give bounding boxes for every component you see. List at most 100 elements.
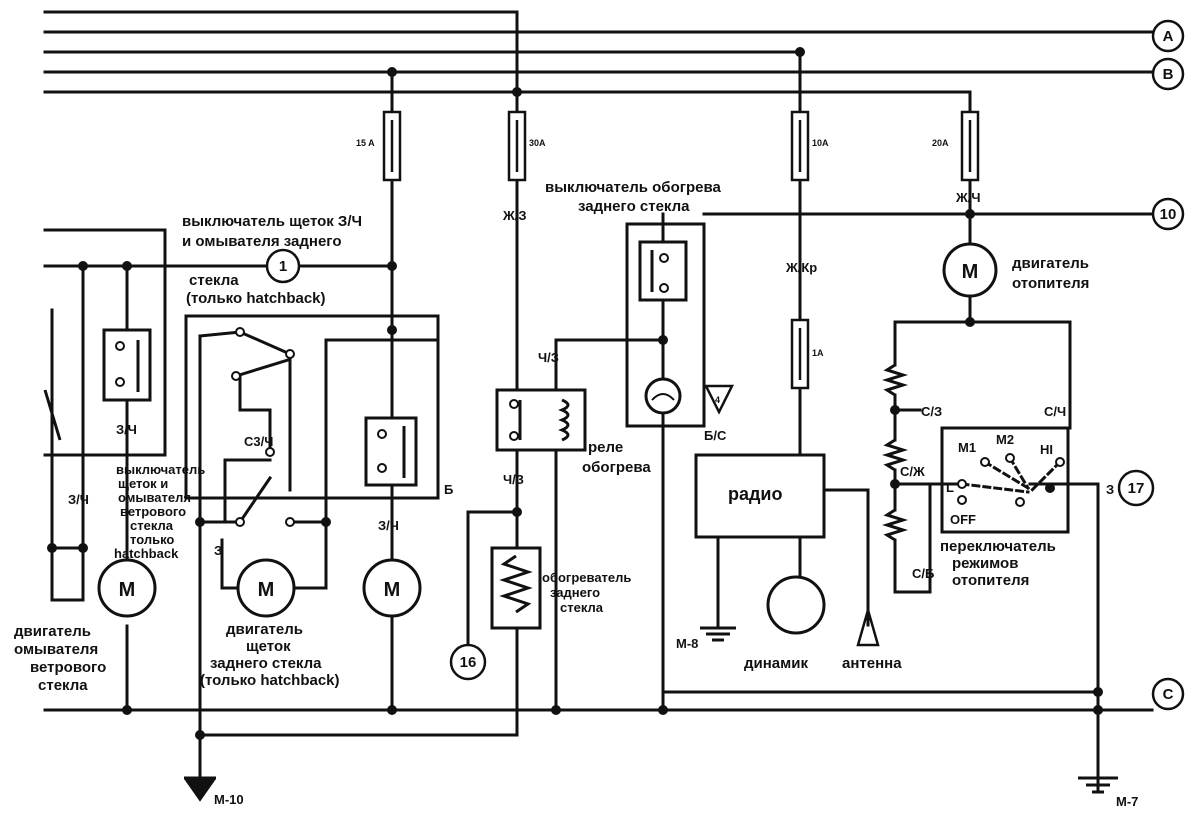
wire-s-zh: С/Ж xyxy=(900,464,925,479)
svg-text:двигатель: двигатель xyxy=(226,621,303,638)
wire-zc-left: З/Ч xyxy=(116,422,137,437)
speaker-label: динамик xyxy=(744,655,808,672)
svg-text:двигатель: двигатель xyxy=(14,623,91,640)
svg-text:переключатель: переключатель xyxy=(940,538,1056,555)
rear-heater-element xyxy=(490,546,542,630)
connector-a-label: A xyxy=(1163,28,1174,45)
wire-s-b: С/Б xyxy=(912,566,934,581)
wire-s-ch: С/Ч xyxy=(1044,404,1066,419)
rear-motor xyxy=(362,558,422,618)
radio-label: радио xyxy=(728,484,783,504)
fuse-10a xyxy=(790,110,810,182)
wire-zh-z: Ж/З xyxy=(502,208,527,223)
svg-text:(только hatchback): (только hatchback) xyxy=(186,290,326,307)
svg-text:выключатель щеток З/Ч: выключатель щеток З/Ч xyxy=(182,213,362,230)
rear-heater-label: обогреватель заднего стекла xyxy=(542,570,631,615)
svg-text:обогреватель: обогреватель xyxy=(542,570,631,585)
defog-indicator xyxy=(644,377,682,415)
connector-c[interactable] xyxy=(1151,677,1185,711)
svg-text:отопителя: отопителя xyxy=(952,572,1029,589)
washer-motor xyxy=(97,558,157,618)
svg-text:двигатель: двигатель xyxy=(1012,255,1089,272)
switch-hi: HI xyxy=(1040,442,1053,457)
svg-text:отопителя: отопителя xyxy=(1012,275,1089,292)
svg-text:щеток: щеток xyxy=(246,638,291,655)
connector-16-label: 16 xyxy=(460,654,477,671)
rear-switch-label: выключатель щеток З/Ч и омывателя заднег… xyxy=(182,213,362,307)
connector-16[interactable] xyxy=(449,643,487,681)
svg-text:М-10: М-10 xyxy=(214,792,244,807)
svg-text:щеток и: щеток и xyxy=(118,476,168,491)
num-4-label: 4 xyxy=(715,395,720,405)
heater-motor-desc: двигатель отопителя xyxy=(1012,255,1089,292)
svg-text:М-8: М-8 xyxy=(676,636,698,651)
svg-text:(только hatchback): (только hatchback) xyxy=(200,672,340,689)
switch-off: OFF xyxy=(950,512,976,527)
connector-c-label: C xyxy=(1163,686,1174,703)
ground-m10 xyxy=(184,776,216,802)
svg-text:выключатель обогрева: выключатель обогрева xyxy=(545,179,722,196)
svg-text:заднего стекла: заднего стекла xyxy=(210,655,322,672)
fuse-10a-label: 10A xyxy=(812,138,829,148)
svg-text:стекла: стекла xyxy=(130,518,174,533)
wiper-motor xyxy=(236,558,296,618)
svg-text:ветрового: ветрового xyxy=(30,659,106,676)
rear-motor-label: М xyxy=(384,579,401,601)
washer-switch-label: выключатель щеток и омывателя ветрового … xyxy=(114,462,205,561)
wire-zh-kr: Ж/Кр xyxy=(785,260,817,275)
heater-motor xyxy=(942,242,998,298)
heater-motor-label: М xyxy=(962,261,979,283)
washer-motor-label: М xyxy=(119,579,136,601)
relay-label: реле обогрева xyxy=(582,439,651,476)
svg-text:омывателя: омывателя xyxy=(118,490,191,505)
top-bus-lines xyxy=(43,10,1154,94)
ground-labels: М-10 М-8 М-7 xyxy=(214,636,1138,809)
connector-17-label: 17 xyxy=(1128,480,1145,497)
washer-motor-desc: двигатель омывателя ветрового стекла xyxy=(14,623,106,694)
fuse-1a-label: 1A xyxy=(812,348,824,358)
fuse-30a-label: 30A xyxy=(529,138,546,148)
wire-b-only: Б xyxy=(444,482,453,497)
fuse-indicator-4 xyxy=(703,384,735,415)
ground-m7 xyxy=(1078,776,1118,794)
svg-text:заднего: заднего xyxy=(550,585,600,600)
svg-text:режимов: режимов xyxy=(952,555,1018,572)
connector-10-label: 10 xyxy=(1160,206,1177,223)
washer-switch-block xyxy=(102,328,152,402)
switch-m1: M1 xyxy=(958,440,976,455)
fuse-30a xyxy=(507,110,527,182)
mode-switch-label: переключатель режимов отопителя xyxy=(940,538,1056,589)
svg-text:ветрового: ветрового xyxy=(120,504,186,519)
wiper-relay-block xyxy=(364,416,418,487)
svg-text:стекла: стекла xyxy=(38,677,88,694)
svg-text:выключатель: выключатель xyxy=(116,462,205,477)
connector-1[interactable] xyxy=(265,248,301,284)
svg-text:только: только xyxy=(130,532,174,547)
wire-z-out: З xyxy=(1106,482,1114,497)
wiper-motor-label: М xyxy=(258,579,275,601)
connector-10[interactable] xyxy=(1151,197,1185,231)
svg-text:обогрева: обогрева xyxy=(582,459,651,476)
connector-b[interactable] xyxy=(1151,57,1185,91)
wiper-motor-desc: двигатель щеток заднего стекла (только h… xyxy=(200,621,340,689)
switch-m2: M2 xyxy=(996,432,1014,447)
wire-ch-z2: Ч/З xyxy=(503,472,524,487)
wire-zc-motor: З/Ч xyxy=(378,518,399,533)
antenna-symbol xyxy=(856,605,880,647)
connector-1-label: 1 xyxy=(279,258,287,275)
fuse-1a xyxy=(790,318,810,390)
svg-text:реле: реле xyxy=(588,439,623,456)
svg-text:стекла: стекла xyxy=(560,600,604,615)
fuse-15a xyxy=(382,110,402,182)
svg-text:заднего стекла: заднего стекла xyxy=(578,198,690,215)
wire-s-zc: С3/Ч xyxy=(244,434,273,449)
defog-switch-label: выключатель обогрева заднего стекла xyxy=(545,179,722,215)
wire-ch-z1: Ч/З xyxy=(538,350,559,365)
connector-a[interactable] xyxy=(1151,19,1185,53)
wire-zc-far: З/Ч xyxy=(68,492,89,507)
antenna-label: антенна xyxy=(842,655,902,672)
connector-b-label: B xyxy=(1163,66,1174,83)
svg-text:стекла: стекла xyxy=(189,272,239,289)
wire-zh-ch: Ж/Ч xyxy=(955,190,981,205)
connector-17[interactable] xyxy=(1117,469,1155,507)
